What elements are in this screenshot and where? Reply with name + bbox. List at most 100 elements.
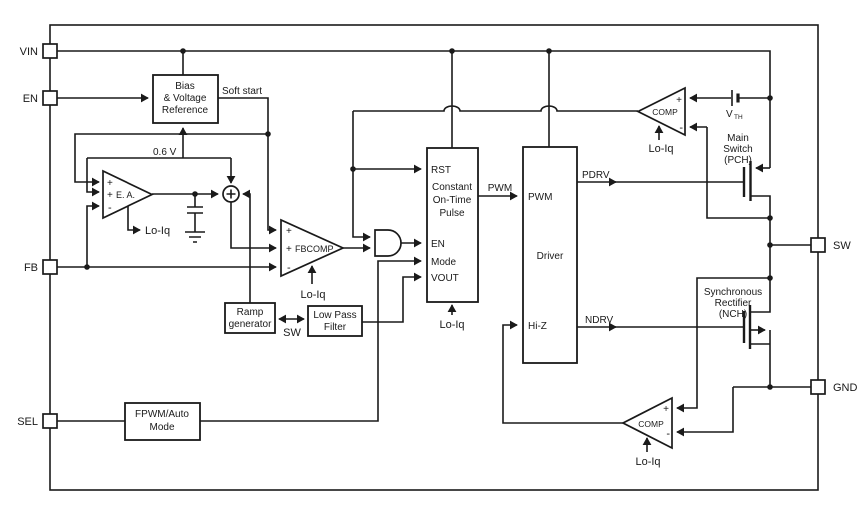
summer-output-wire	[230, 202, 277, 253]
driver-hiz-label: Hi-Z	[528, 321, 547, 332]
compbottom-minus: -	[666, 428, 670, 440]
ramp-label-2: generator	[229, 319, 272, 330]
fbcomp-comparator: + + FBCOMP -	[280, 218, 346, 278]
main-switch-label-3: (PCH)	[724, 155, 752, 166]
comptop-plus: +	[676, 95, 682, 106]
comptop-minus: -	[679, 122, 683, 134]
fbcomp-minus: -	[287, 262, 291, 274]
pwm-wire-label: PWM	[488, 183, 512, 194]
gnd-to-comp2-minus	[676, 387, 734, 437]
driver-title: Driver	[537, 251, 564, 262]
sw-pin	[810, 237, 826, 253]
ea-loiq-arrow	[127, 206, 141, 235]
ground-symbol	[185, 231, 205, 243]
driver-pwm-label: PWM	[528, 192, 552, 203]
main-switch-label-2: Switch	[723, 144, 752, 155]
sync-rect-label-2: Rectifier	[715, 298, 752, 309]
pins: VIN EN FB SEL SW GND	[17, 43, 858, 429]
fbcomp-label: FBCOMP	[295, 244, 334, 254]
comp-top-comparator: + COMP -	[636, 86, 686, 137]
sync-rect-label-1: Synchronous	[704, 287, 762, 298]
ramp-to-summer	[242, 189, 251, 303]
ramp-label-1: Ramp	[237, 307, 264, 318]
pch-drain-wire	[751, 195, 771, 278]
vth-label: V	[726, 109, 733, 120]
rail-to-and-gate	[352, 111, 371, 242]
fbcomp-plus-top: +	[286, 226, 292, 237]
comptop-label: COMP	[652, 107, 678, 117]
sel-pin-label: SEL	[17, 416, 38, 428]
ea-loiq-label: Lo-Iq	[145, 225, 170, 237]
wires	[57, 50, 811, 422]
ndrv-label: NDRV	[585, 315, 613, 326]
pmos-main-switch: Main Switch (PCH)	[723, 133, 753, 201]
lpf-label-2: Filter	[324, 322, 347, 333]
compbottom-loiq-label: Lo-Iq	[635, 456, 660, 468]
ea-plus-top: +	[107, 178, 113, 189]
gnd-pin	[810, 379, 826, 395]
en-pin-label: EN	[23, 93, 38, 105]
comp-output-rail	[353, 105, 638, 112]
ea-minus: -	[108, 202, 112, 214]
bias-label-3: Reference	[162, 105, 209, 116]
vin-rail	[57, 50, 771, 168]
bias-label-2: & Voltage	[164, 93, 207, 104]
fb-pin	[42, 259, 58, 275]
fpwm-to-mode	[200, 256, 422, 422]
sw-sense-wire	[706, 127, 770, 219]
arrow-wires	[57, 93, 770, 452]
fbcomp-plus-mid: +	[286, 244, 292, 255]
vth-battery: V TH	[726, 90, 743, 121]
lpf-to-vout	[362, 272, 422, 323]
summing-junction	[222, 185, 240, 203]
softstart-wire	[218, 97, 277, 235]
main-switch-label-1: Main	[727, 133, 749, 144]
fpwm-label-1: FPWM/Auto	[135, 409, 189, 420]
cot-title-1: Constant	[432, 182, 472, 193]
comp-bottom-comparator: + COMP -	[621, 396, 673, 450]
lpf-label-1: Low Pass	[313, 310, 356, 321]
cot-rst-label: RST	[431, 165, 451, 176]
cot-vout-label: VOUT	[431, 273, 459, 284]
fpwm-block: FPWM/Auto Mode	[124, 402, 201, 441]
sync-rect-label-3: (NCH)	[719, 309, 747, 320]
vref-label: 0.6 V	[153, 147, 177, 158]
comptop-loiq-label: Lo-Iq	[648, 143, 673, 155]
vin-pin	[42, 43, 58, 59]
comp-to-hiz	[502, 320, 623, 424]
lpf-block: Low Pass Filter	[307, 305, 363, 337]
bias-block: Bias & Voltage Reference	[152, 74, 219, 124]
sw-to-comp2-plus	[676, 277, 770, 413]
pdrv-label: PDRV	[582, 170, 610, 181]
gnd-pin-label: GND	[833, 382, 858, 394]
fbcomp-loiq-label: Lo-Iq	[300, 289, 325, 301]
fb-to-ea-minus	[86, 201, 100, 267]
soft-start-label: Soft start	[222, 86, 262, 97]
ramp-generator-block: Ramp generator	[224, 302, 276, 334]
sw-pin-label: SW	[833, 240, 851, 252]
cot-title-2: On-Time	[433, 195, 472, 206]
fb-pin-label: FB	[24, 262, 38, 274]
signal-labels: Soft start 0.6 V Lo-Iq Lo-Iq Lo-Iq Lo-Iq…	[145, 86, 674, 468]
cot-block: RST Constant On-Time Pulse EN Mode VOUT	[426, 147, 479, 303]
compbottom-plus: +	[663, 404, 669, 415]
driver-block: PWM Driver Hi-Z	[522, 146, 578, 364]
sel-pin	[42, 413, 58, 429]
nmos-sync-rectifier: Synchronous Rectifier (NCH)	[704, 287, 762, 349]
ea-label: E. A.	[116, 190, 135, 200]
vref-to-ea	[86, 158, 100, 197]
vin-pin-label: VIN	[20, 46, 38, 58]
error-amplifier: + + E. A. -	[102, 169, 154, 220]
cot-mode-label: Mode	[431, 257, 456, 268]
ic-boundary	[49, 24, 819, 491]
cot-loiq-label: Lo-Iq	[439, 319, 464, 331]
nch-drain-wire	[751, 278, 771, 313]
en-pin	[42, 90, 58, 106]
cot-en-label: EN	[431, 239, 445, 250]
ea-plus-mid: +	[107, 190, 113, 201]
bias-label-1: Bias	[175, 81, 194, 92]
vth-label-sub: TH	[734, 114, 743, 121]
and-gate	[374, 229, 402, 257]
compbottom-label: COMP	[638, 419, 664, 429]
